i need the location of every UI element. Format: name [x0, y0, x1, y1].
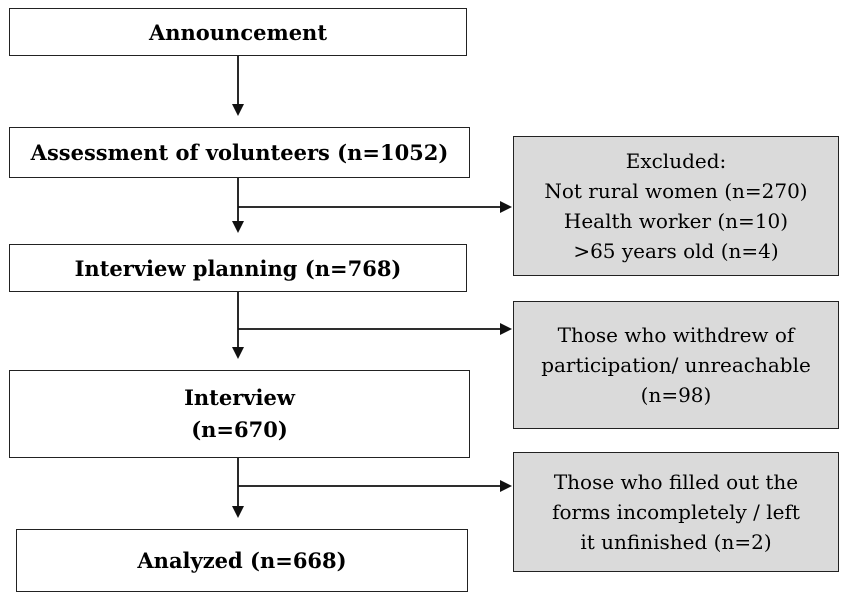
excluded-not-rural: Not rural women (n=270)	[544, 179, 808, 203]
withdrew-box: Those who withdrew of participation/ unr…	[513, 301, 839, 429]
interview-box: Interview (n=670)	[9, 370, 470, 458]
excluded-box: Excluded: Not rural women (n=270) Health…	[513, 136, 839, 276]
incomplete-line1: Those who filled out the	[553, 470, 799, 494]
incomplete-box: Those who filled out the forms incomplet…	[513, 452, 839, 572]
assessment-box: Assessment of volunteers (n=1052)	[9, 127, 470, 178]
assessment-label: Assessment of volunteers (n=1052)	[30, 140, 449, 165]
excluded-age: >65 years old (n=4)	[573, 239, 779, 263]
excluded-health-worker: Health worker (n=10)	[563, 209, 789, 233]
analyzed-box: Analyzed (n=668)	[16, 529, 468, 592]
analyzed-label: Analyzed (n=668)	[137, 548, 347, 573]
incomplete-line2: forms incompletely / left	[552, 500, 800, 524]
withdrew-line1: Those who withdrew of	[557, 323, 795, 347]
announcement-label: Announcement	[148, 19, 328, 45]
withdrew-count: (n=98)	[640, 383, 712, 407]
excluded-title: Excluded:	[625, 149, 727, 173]
planning-label: Interview planning (n=768)	[74, 255, 402, 281]
interview-label: Interview	[184, 385, 295, 410]
withdrew-line2: participation/ unreachable	[541, 353, 811, 377]
planning-box: Interview planning (n=768)	[9, 244, 467, 292]
interview-count: (n=670)	[191, 417, 288, 442]
incomplete-line3: it unfinished (n=2)	[580, 530, 772, 554]
announcement-box: Announcement	[9, 8, 467, 56]
